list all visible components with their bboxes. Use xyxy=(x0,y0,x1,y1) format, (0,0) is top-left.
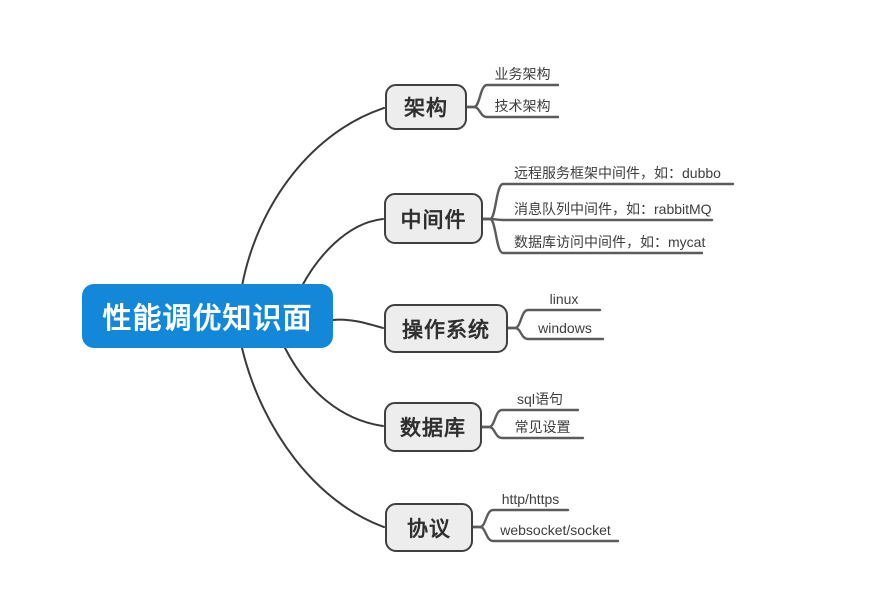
subtopic-mq-middleware[interactable]: 消息队列中间件，如：rabbitMQ xyxy=(514,201,712,217)
link-root-architecture xyxy=(241,107,385,287)
topic-database-label: 数据库 xyxy=(400,417,466,440)
topic-architecture[interactable]: 架构 xyxy=(385,84,467,130)
link-protocol-websocket xyxy=(471,525,620,543)
link-root-database xyxy=(284,347,384,427)
subtopic-rpc-middleware[interactable]: 远程服务框架中间件，如：dubbo xyxy=(514,165,721,181)
topic-database[interactable]: 数据库 xyxy=(384,402,482,452)
topic-protocol-label: 协议 xyxy=(407,517,451,541)
topic-os[interactable]: 操作系统 xyxy=(384,304,508,353)
topic-architecture-label: 架构 xyxy=(404,97,448,120)
topic-protocol[interactable]: 协议 xyxy=(385,503,473,552)
topic-os-label: 操作系统 xyxy=(402,318,490,342)
subtopic-http-https[interactable]: http/https xyxy=(501,491,560,507)
link-root-protocol xyxy=(241,347,385,528)
subtopic-websocket-socket[interactable]: websocket/socket xyxy=(500,522,611,538)
link-root-middleware xyxy=(301,218,384,287)
subtopic-common-settings[interactable]: 常见设置 xyxy=(514,419,571,435)
subtopic-db-middleware[interactable]: 数据库访问中间件，如：mycat xyxy=(514,234,706,250)
link-os-windows xyxy=(506,326,605,341)
topic-middleware-label: 中间件 xyxy=(400,208,467,232)
subtopic-technical-architecture[interactable]: 技术架构 xyxy=(494,98,551,114)
link-root-os xyxy=(332,318,384,329)
link-middleware-db xyxy=(481,217,704,255)
root-topic-label: 性能调优知识面 xyxy=(102,303,313,335)
link-middleware-mq xyxy=(481,217,714,222)
subtopic-windows[interactable]: windows xyxy=(538,320,592,336)
topic-middleware[interactable]: 中间件 xyxy=(384,193,483,244)
subtopic-business-architecture[interactable]: 业务架构 xyxy=(494,66,551,82)
link-architecture-technical xyxy=(465,105,560,119)
subtopic-sql[interactable]: sql语句 xyxy=(517,391,563,407)
link-database-settings xyxy=(480,425,585,440)
root-topic[interactable]: 性能调优知识面 xyxy=(82,284,333,348)
subtopic-linux[interactable]: linux xyxy=(549,291,579,307)
